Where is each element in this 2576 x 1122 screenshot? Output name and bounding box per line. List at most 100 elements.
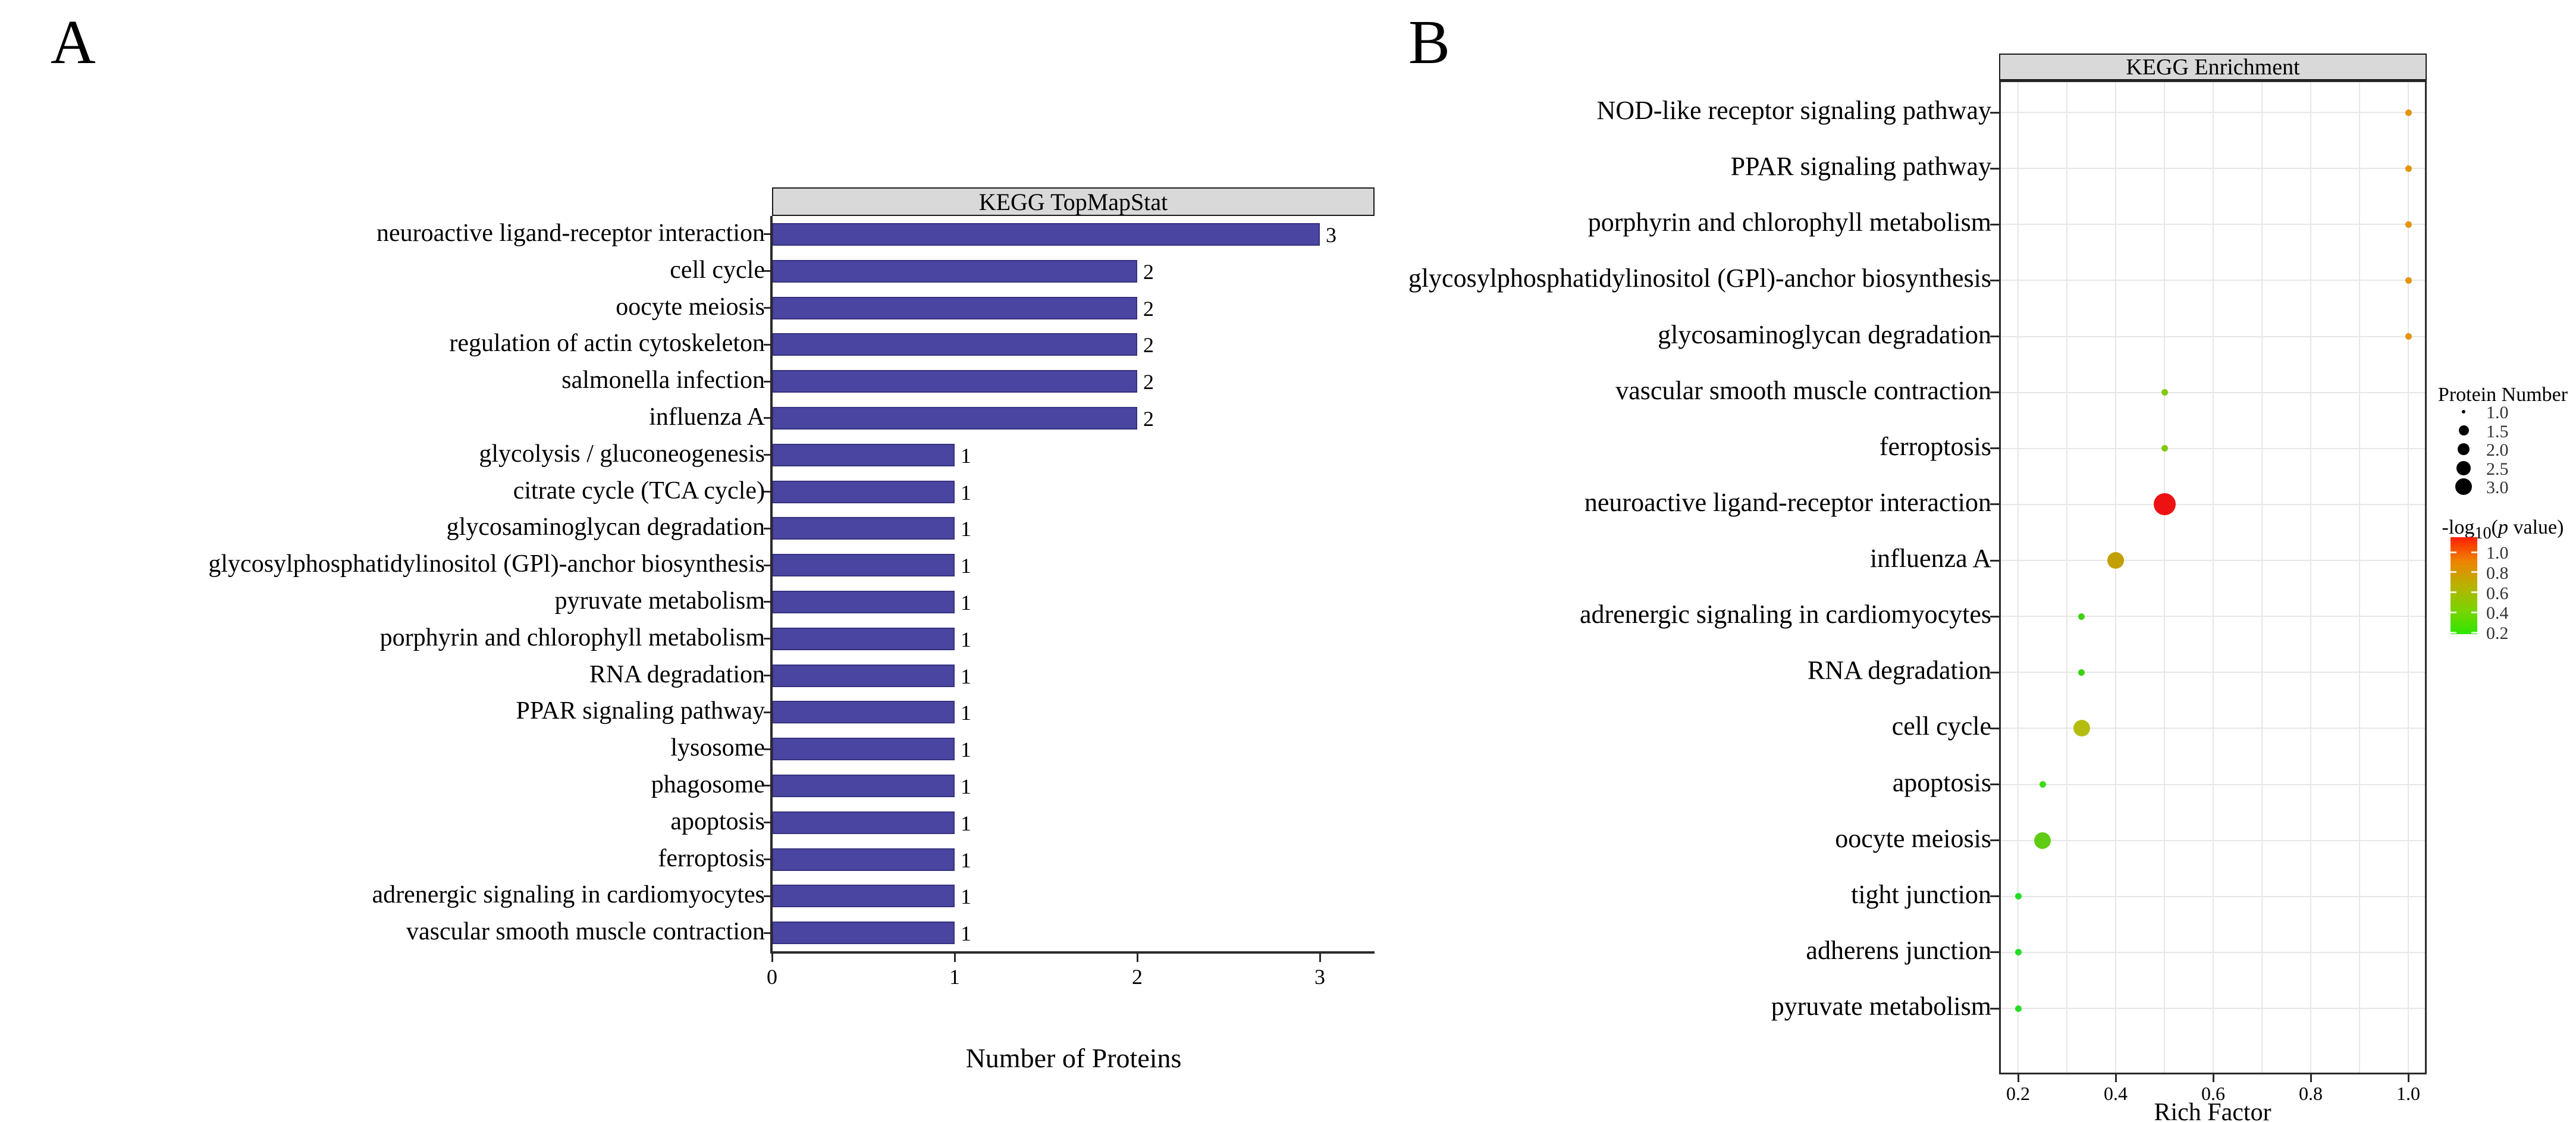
x-axis-tick-mark bbox=[953, 954, 956, 962]
x-axis-tick-label: 2 bbox=[1132, 965, 1143, 989]
category-tick-mark bbox=[764, 601, 772, 603]
category-label: adrenergic signaling in cardiomyocytes bbox=[1580, 600, 1991, 629]
category-label: RNA degradation bbox=[1807, 656, 1991, 685]
category-tick-mark bbox=[764, 564, 772, 566]
bar-value-label: 1 bbox=[961, 627, 971, 651]
category-label: influenza A bbox=[1869, 544, 1991, 573]
legend-size-label: 1.5 bbox=[2486, 421, 2509, 441]
category-label: salmonella infection bbox=[561, 366, 765, 394]
x-axis-tick-mark bbox=[1319, 954, 1321, 962]
category-tick-mark bbox=[764, 711, 772, 713]
category-label: apoptosis bbox=[670, 807, 765, 835]
category-label: cell cycle bbox=[1891, 712, 1991, 741]
gridline-vertical bbox=[2359, 82, 2360, 1073]
bar bbox=[772, 370, 1137, 393]
bar bbox=[772, 664, 955, 687]
category-label: glycolysis / gluconeogenesis bbox=[479, 440, 765, 468]
category-label: influenza A bbox=[649, 403, 765, 431]
x-axis-tick-label: 0.6 bbox=[2201, 1083, 2225, 1104]
category-tick-mark bbox=[764, 675, 772, 676]
color-scale-tick-mark bbox=[2471, 571, 2477, 573]
panel-a-x-axis-title: Number of Proteins bbox=[965, 1043, 1182, 1073]
category-label: glycosylphosphatidylinositol (GPl)-ancho… bbox=[208, 550, 765, 578]
scatter-dot bbox=[2078, 669, 2085, 676]
color-scale-tick-label: 1.0 bbox=[2486, 543, 2509, 563]
color-scale-tick-mark bbox=[2471, 631, 2477, 634]
category-label: ferroptosis bbox=[1879, 431, 1991, 461]
x-axis-tick-mark bbox=[1136, 954, 1138, 962]
category-tick-mark bbox=[764, 858, 772, 860]
panel-a-label: A bbox=[51, 7, 96, 77]
category-tick-mark bbox=[1990, 727, 1999, 729]
scatter-dot bbox=[2015, 949, 2022, 956]
bar-value-label: 1 bbox=[961, 848, 971, 872]
category-label: glycosylphosphatidylinositol (GPl)-ancho… bbox=[1408, 264, 1991, 293]
x-axis-tick-label: 0.8 bbox=[2299, 1083, 2323, 1104]
gridline-vertical bbox=[2213, 82, 2214, 1073]
gridline-horizontal bbox=[2001, 224, 2425, 225]
scatter-dot bbox=[2078, 613, 2085, 620]
x-axis-tick-mark bbox=[771, 954, 773, 962]
legend-size-dot bbox=[2455, 478, 2472, 495]
color-scale-tick-mark bbox=[2471, 551, 2477, 553]
category-label: adherens junction bbox=[1806, 935, 1991, 965]
scatter-dot bbox=[2015, 1005, 2022, 1012]
bar-value-label: 1 bbox=[961, 590, 971, 615]
category-label: tight junction bbox=[1851, 879, 1991, 909]
category-tick-mark bbox=[1990, 167, 1999, 170]
category-tick-mark bbox=[1990, 447, 1999, 450]
bar-value-label: 1 bbox=[961, 480, 971, 504]
x-axis-tick-label: 0.4 bbox=[2104, 1083, 2128, 1104]
bar bbox=[772, 885, 955, 908]
category-tick-mark bbox=[1990, 783, 1999, 786]
bar-value-label: 1 bbox=[961, 811, 971, 835]
gridline-horizontal bbox=[2001, 1008, 2425, 1010]
pvalue-title-tail: value) bbox=[2508, 516, 2564, 538]
scatter-dot bbox=[2039, 781, 2046, 788]
category-label: neuroactive ligand-receptor interaction bbox=[376, 219, 765, 247]
category-label: RNA degradation bbox=[589, 660, 765, 688]
scatter-dot bbox=[2161, 389, 2168, 396]
bar-value-label: 2 bbox=[1143, 406, 1154, 431]
gridline-vertical bbox=[2408, 82, 2409, 1073]
color-scale-tick-label: 0.6 bbox=[2486, 583, 2509, 603]
bar-value-label: 1 bbox=[961, 517, 971, 541]
category-label: adrenergic signaling in cardiomyocytes bbox=[372, 881, 765, 909]
category-tick-mark bbox=[764, 527, 772, 529]
category-label: vascular smooth muscle contraction bbox=[406, 918, 765, 946]
bar-value-label: 1 bbox=[961, 922, 971, 946]
color-scale-tick-label: 0.8 bbox=[2486, 563, 2509, 583]
color-scale-tick-mark bbox=[2451, 571, 2456, 573]
bar-value-label: 2 bbox=[1143, 370, 1154, 394]
category-label: phagosome bbox=[651, 770, 765, 798]
gridline-vertical bbox=[2261, 82, 2263, 1073]
gridline-horizontal bbox=[2001, 728, 2425, 729]
scatter-dot bbox=[2405, 221, 2412, 228]
gridline-vertical bbox=[2164, 82, 2165, 1073]
category-tick-mark bbox=[1990, 559, 1999, 562]
category-tick-mark bbox=[1990, 671, 1999, 673]
bar-value-label: 1 bbox=[961, 885, 971, 909]
gridline-horizontal bbox=[2001, 560, 2425, 562]
category-label: PPAR signaling pathway bbox=[516, 697, 765, 725]
bar-value-label: 1 bbox=[961, 701, 971, 725]
x-axis-tick-mark bbox=[2114, 1074, 2117, 1082]
bar bbox=[772, 922, 955, 945]
color-scale-tick-label: 0.2 bbox=[2486, 623, 2509, 644]
gridline-horizontal bbox=[2001, 447, 2425, 449]
bar bbox=[772, 443, 955, 466]
category-label: ferroptosis bbox=[658, 844, 765, 872]
bar bbox=[772, 848, 955, 871]
panel-a-title-strip: KEGG TopMapStat bbox=[772, 187, 1375, 216]
category-tick-mark bbox=[1990, 111, 1999, 114]
gridline-horizontal bbox=[2001, 951, 2425, 953]
legend-size-label: 3.0 bbox=[2486, 478, 2509, 497]
category-label: cell cycle bbox=[670, 256, 765, 284]
x-axis-tick-label: 3 bbox=[1314, 965, 1325, 989]
scatter-dot bbox=[2405, 333, 2412, 340]
x-axis-tick-mark bbox=[2212, 1074, 2214, 1082]
panel-a-y-axis-line bbox=[770, 216, 773, 954]
panel-a-x-axis-line bbox=[770, 951, 1375, 954]
category-tick-mark bbox=[1990, 503, 1999, 506]
